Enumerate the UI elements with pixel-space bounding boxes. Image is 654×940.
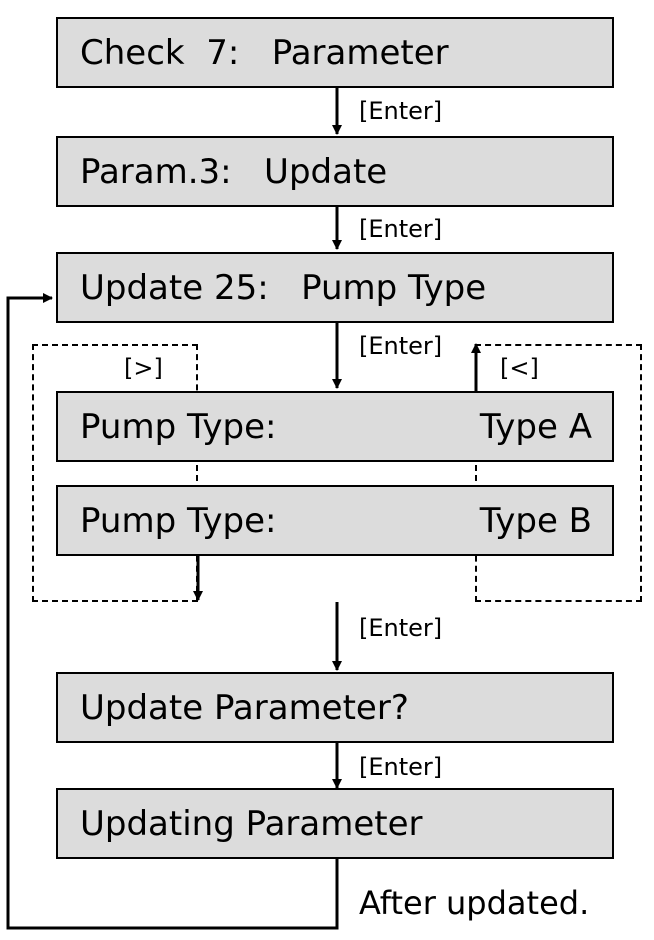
enter-label-4: [Enter] [359, 614, 443, 642]
pump-type-a-box: Pump Type: Type A [56, 391, 614, 462]
check-parameter-text: Check 7: Parameter [80, 32, 449, 73]
pump-type-b-box: Pump Type: Type B [56, 485, 614, 556]
updating-parameter-text: Updating Parameter [80, 803, 423, 844]
arrow-return-loop [6, 292, 339, 930]
prev-key-label: [<] [500, 354, 539, 382]
check-parameter-box: Check 7: Parameter [56, 17, 614, 88]
enter-label-3: [Enter] [359, 332, 443, 360]
enter-label-1: [Enter] [359, 97, 443, 125]
after-updated-note: After updated. [359, 884, 590, 922]
pump-type-a-label: Pump Type: [80, 406, 277, 447]
next-loop-region [32, 344, 198, 602]
prev-loop-region [475, 344, 642, 602]
next-key-label: [>] [124, 354, 163, 382]
pump-type-a-value: Type A [479, 406, 592, 447]
update-pump-type-text: Update 25: Pump Type [80, 267, 487, 308]
pump-type-b-value: Type B [479, 500, 592, 541]
enter-label-2: [Enter] [359, 215, 443, 243]
update-parameter-confirm-text: Update Parameter? [80, 687, 409, 728]
pump-type-b-label: Pump Type: [80, 500, 277, 541]
enter-label-5: [Enter] [359, 753, 443, 781]
updating-parameter-box: Updating Parameter [56, 788, 614, 859]
update-parameter-confirm-box: Update Parameter? [56, 672, 614, 743]
param-update-text: Param.3: Update [80, 151, 388, 192]
param-update-box: Param.3: Update [56, 136, 614, 207]
update-pump-type-box: Update 25: Pump Type [56, 252, 614, 323]
